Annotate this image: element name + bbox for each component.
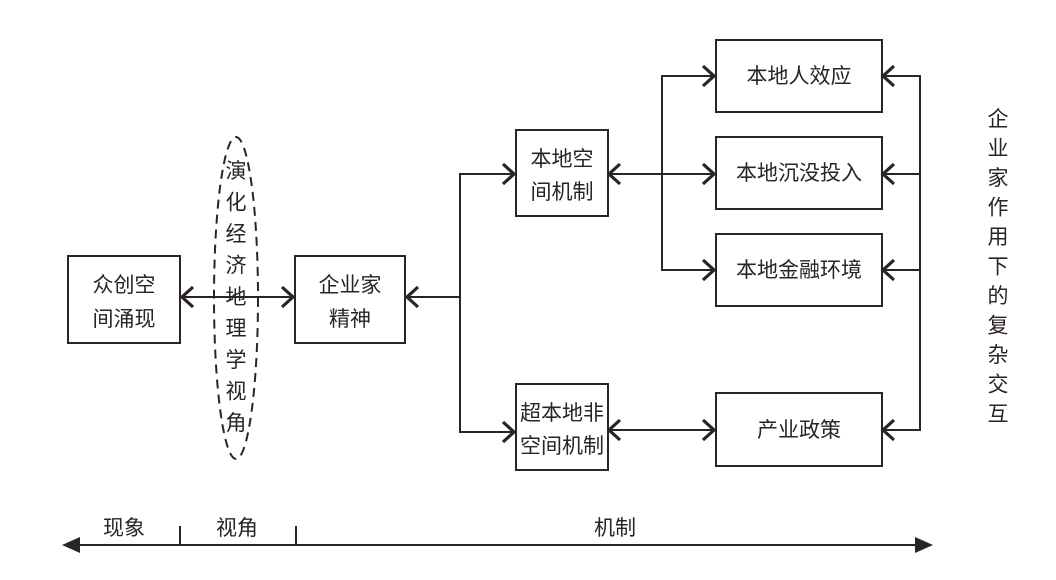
axis-right-arrow-icon [915, 537, 933, 553]
edge-interaction-feedback [880, 64, 921, 442]
vertical-char: 演 [226, 159, 247, 183]
node-local-people-label: 本地人效应 [747, 64, 852, 88]
stage-axis: 现象 视角 机制 [62, 516, 933, 553]
vertical-char: 作 [988, 196, 1009, 220]
arrowhead-icon [701, 64, 717, 88]
axis-label-perspective: 视角 [216, 516, 258, 540]
node-nonlocal-line2: 空间机制 [520, 434, 604, 458]
arrowhead-icon [880, 64, 896, 88]
vertical-char: 学 [226, 348, 247, 372]
node-local-spatial-line2: 间机制 [531, 180, 594, 204]
arrowhead-icon [606, 162, 622, 186]
node-industrial-policy: 产业政策 [715, 392, 883, 467]
node-phenomenon: 众创空 间涌现 [67, 255, 181, 344]
node-finance-environment: 本地金融环境 [715, 233, 883, 307]
node-entrepreneur-line1: 企业家 [319, 273, 382, 297]
node-nonlocal-mechanism: 超本地非 空间机制 [515, 383, 609, 471]
node-entrepreneur: 企业家 精神 [294, 255, 406, 344]
vertical-char: 化 [226, 191, 247, 215]
vertical-char: 角 [226, 411, 247, 435]
node-policy-label: 产业政策 [757, 418, 841, 442]
vertical-char: 的 [988, 284, 1009, 308]
arrowhead-icon [404, 285, 420, 309]
arrowhead-icon [701, 162, 717, 186]
arrowhead-icon [280, 285, 296, 309]
arrowhead-icon [880, 162, 896, 186]
node-nonlocal-line1: 超本地非 [520, 401, 604, 425]
node-sunk-investment-label: 本地沉没投入 [736, 161, 862, 185]
arrowhead-icon [179, 285, 195, 309]
node-phenomenon-line2: 间涌现 [93, 307, 156, 331]
node-local-spatial-line1: 本地空 [531, 147, 594, 171]
node-finance-label: 本地金融环境 [736, 258, 862, 282]
axis-left-arrow-icon [62, 537, 80, 553]
node-local-spatial-mechanism: 本地空 间机制 [515, 129, 609, 217]
arrowhead-icon [606, 418, 622, 442]
axis-label-phenomenon: 现象 [103, 516, 145, 540]
node-phenomenon-line1: 众创空 [93, 273, 156, 297]
vertical-char: 理 [226, 317, 247, 341]
arrowhead-icon [880, 418, 896, 442]
arrowhead-icon [701, 258, 717, 282]
vertical-char: 用 [988, 225, 1009, 249]
arrowhead-icon [501, 162, 517, 186]
vertical-char: 复 [988, 314, 1009, 338]
edge-nonlocal-policy [606, 418, 717, 442]
vertical-char: 杂 [988, 343, 1009, 367]
node-entrepreneur-line2: 精神 [329, 307, 371, 331]
edge-local-spatial-split [606, 64, 717, 282]
node-sunk-investment: 本地沉没投入 [715, 136, 883, 210]
vertical-char: 视 [226, 380, 247, 404]
edge-phenomenon-entrepreneur [179, 285, 296, 309]
arrowhead-icon [501, 420, 517, 444]
vertical-char: 互 [988, 402, 1009, 426]
vertical-char: 经 [226, 222, 247, 246]
edge-entrepreneur-branch [404, 162, 517, 444]
node-local-people-effect: 本地人效应 [715, 39, 883, 113]
arrowhead-icon [701, 418, 717, 442]
vertical-char: 济 [226, 254, 247, 278]
vertical-char: 企 [988, 107, 1009, 131]
vertical-char: 下 [988, 255, 1009, 279]
vertical-char: 家 [988, 166, 1009, 190]
arrowhead-icon [880, 258, 896, 282]
vertical-char: 业 [988, 137, 1009, 161]
axis-label-mechanism: 机制 [594, 516, 636, 540]
vertical-char: 交 [988, 373, 1009, 397]
interaction-label: 企业家作用下的复杂交互 [988, 107, 1009, 426]
